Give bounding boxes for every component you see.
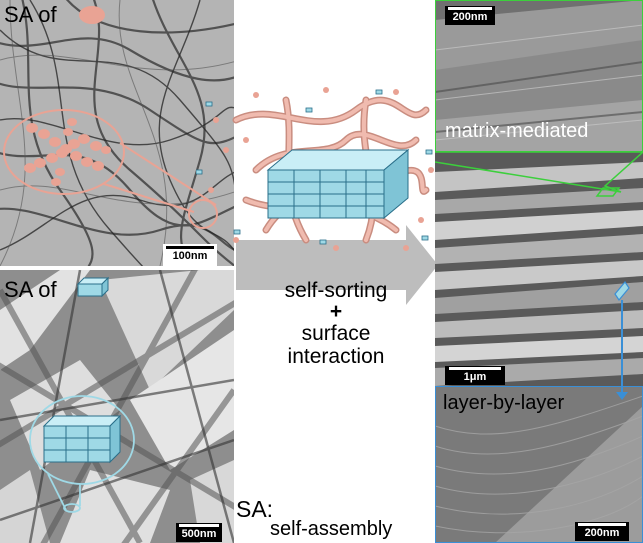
sem-image-middle xyxy=(435,152,643,386)
tem-panel-crystals: SA of 500nm xyxy=(0,270,234,543)
process-arrow xyxy=(236,225,438,305)
sem-panel-matrix: 200nm matrix-mediated xyxy=(435,0,643,152)
bead-icon xyxy=(79,6,105,24)
scale-bar-200nm-bottom: 200nm xyxy=(575,522,629,541)
footnote-meaning: self-assembly xyxy=(270,518,393,540)
label-matrix-mediated: matrix-mediated xyxy=(445,120,589,142)
tem-panel-fibers: SA of 100nm xyxy=(0,0,234,266)
crystal-icon xyxy=(76,276,110,298)
assembly-illustration xyxy=(196,87,438,305)
process-label-line4: interaction xyxy=(287,345,385,368)
bead-chain xyxy=(24,118,111,186)
process-label-plus: + xyxy=(329,300,343,323)
label-layer-by-layer: layer-by-layer xyxy=(443,392,565,414)
sem-panel-overview: 1μm xyxy=(435,152,643,386)
scale-bar-500nm: 500nm xyxy=(176,523,222,542)
crystal-sheet-image xyxy=(0,270,234,543)
panel-label-fibers: SA of xyxy=(4,2,57,27)
fiber-network-image xyxy=(0,0,234,266)
process-label-line1: self-sorting xyxy=(284,279,388,302)
process-label-line3: surface xyxy=(301,322,371,345)
crystal-block xyxy=(266,148,410,220)
crystal-stack xyxy=(42,414,122,464)
zoom-ellipse xyxy=(3,109,125,195)
sem-panel-layer: layer-by-layer 200nm xyxy=(435,386,643,543)
sem-image-bottom xyxy=(435,386,643,543)
footnote-abbr: SA: xyxy=(236,496,274,522)
panel-label-crystals: SA of xyxy=(4,277,57,302)
scale-bar-200nm-top: 200nm xyxy=(445,6,495,25)
scale-bar-100nm: 100nm xyxy=(163,244,217,266)
scale-bar-1um: 1μm xyxy=(445,366,505,385)
